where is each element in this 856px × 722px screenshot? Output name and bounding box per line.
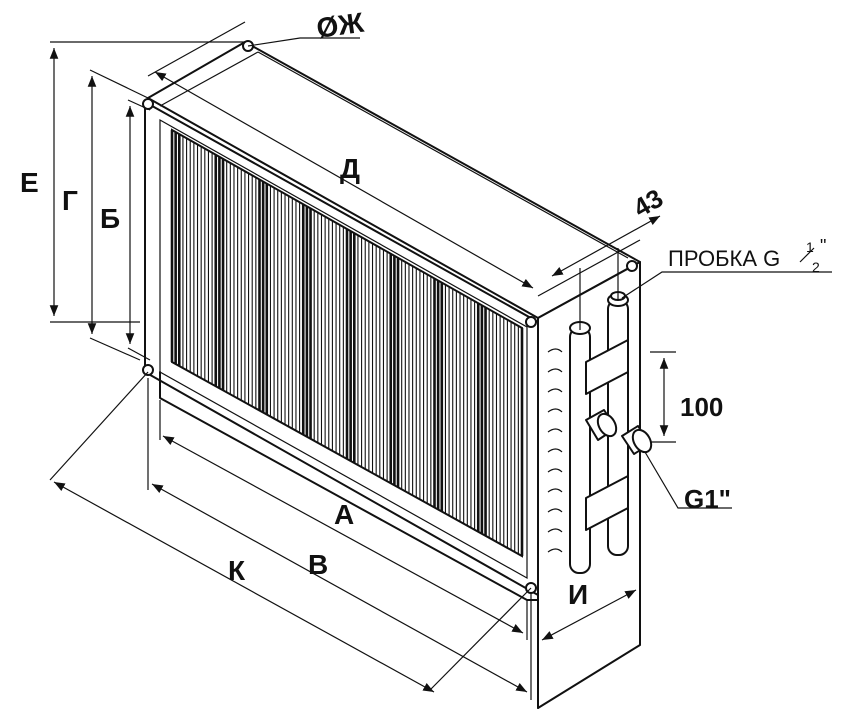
- dim-diam-leader: [247, 37, 360, 47]
- plug-leader: [621, 271, 832, 299]
- dim-d-line: [154, 71, 534, 289]
- dim-k-line: [53, 481, 435, 693]
- label-plug-num: 1: [806, 239, 814, 255]
- label-i: И: [568, 579, 588, 610]
- connection-nozzles: [585, 409, 653, 455]
- dim-i-line: [541, 589, 637, 641]
- coil-bends: [547, 348, 563, 553]
- bolt-icon: [142, 364, 154, 376]
- bolt-icon: [626, 260, 638, 272]
- dimensions: [49, 21, 832, 708]
- label-d: Д: [340, 153, 360, 184]
- g1-leader: [644, 451, 732, 509]
- bolt-icon: [525, 316, 537, 328]
- label-v: В: [308, 549, 328, 580]
- dim-43-line: [551, 215, 661, 277]
- label-plug: ПРОБКА G: [668, 246, 780, 271]
- label-a: А: [334, 499, 354, 530]
- label-diam: ØЖ: [315, 7, 367, 44]
- label-b: Б: [100, 203, 120, 234]
- nozzle-lower: [631, 428, 653, 454]
- pipe-bracket-bottom: [585, 475, 629, 531]
- nozzle-upper: [596, 412, 618, 438]
- label-e: Е: [20, 167, 39, 198]
- collector-pipes: [547, 291, 653, 574]
- pipe-bracket-top: [585, 339, 629, 395]
- label-100: 100: [680, 392, 723, 422]
- label-g1: G1": [684, 484, 731, 514]
- label-plug-den: 2: [812, 259, 820, 275]
- label-plug-mark: ": [820, 236, 826, 256]
- label-43: 43: [628, 183, 668, 223]
- label-g: Г: [62, 185, 78, 216]
- label-k: К: [228, 555, 246, 586]
